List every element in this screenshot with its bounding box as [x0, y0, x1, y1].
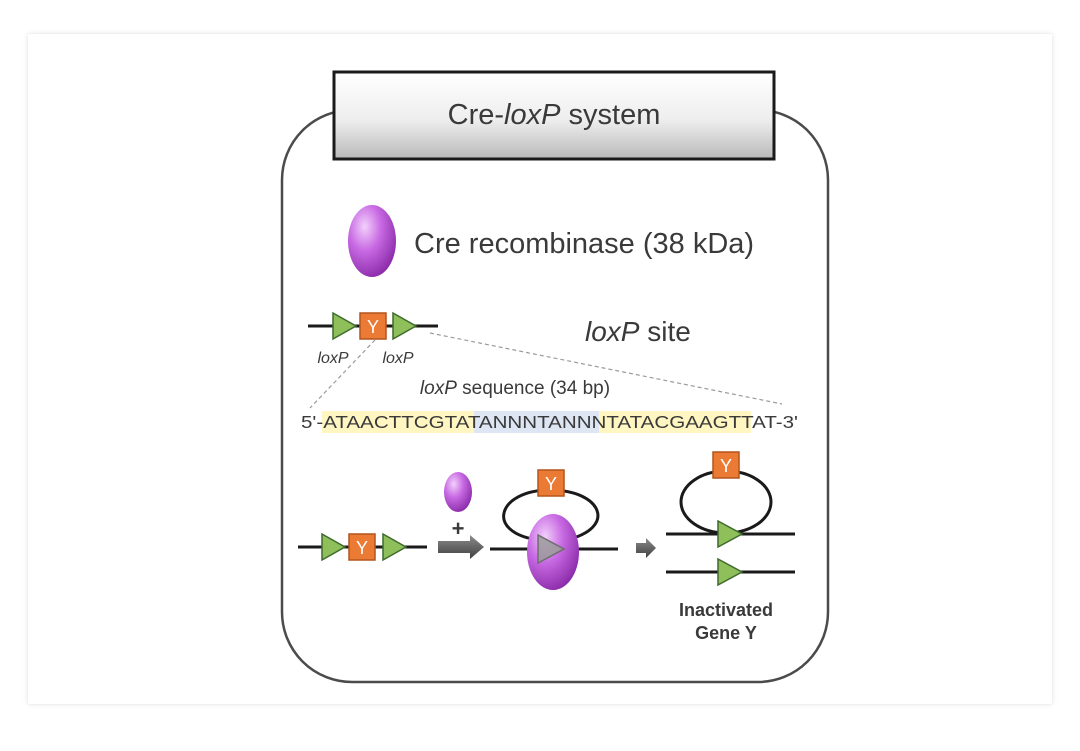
- loxp-right-triangle-icon: [382, 532, 408, 562]
- loxp-left-label: loxP: [317, 350, 348, 367]
- zoom-line-right: [429, 332, 783, 405]
- gene-y-box: [359, 312, 387, 340]
- loxp-site-label: loxP site: [585, 316, 691, 347]
- loxp-left-triangle-icon: [332, 311, 358, 341]
- cre-recombinase-icon: [348, 205, 396, 277]
- loxp-synapse-triangle-icon: [537, 533, 566, 565]
- loxp-site-schematic: Y: [308, 311, 438, 341]
- gene-y-letter: Y: [720, 456, 732, 476]
- sequence-label: loxP sequence (34 bp): [420, 378, 610, 399]
- excised-circle-product: Y: [666, 451, 795, 549]
- gene-y-letter: Y: [356, 538, 368, 558]
- gene-y-letter: Y: [367, 317, 379, 337]
- cre-recombinase-icon: [444, 472, 472, 512]
- substrate-construct: Y: [298, 532, 427, 562]
- result-label-line1: Inactivated: [679, 600, 773, 620]
- sequence-highlight-spacer: [474, 411, 599, 433]
- loxp-triangle-icon: [717, 557, 744, 587]
- zoom-line-left: [309, 339, 376, 409]
- loxp-left-triangle-icon: [321, 532, 347, 562]
- plus-sign: +: [452, 516, 465, 541]
- sequence-highlight-left: [322, 411, 474, 433]
- title-text: Cre-loxP system: [448, 99, 661, 131]
- loxp-triangle-icon: [717, 519, 744, 549]
- gene-y-box: [537, 469, 565, 497]
- cre-recombinase-label: Cre recombinase (38 kDa): [414, 228, 754, 260]
- gene-y-letter: Y: [545, 474, 557, 494]
- reaction-arrow-icon: [438, 535, 484, 559]
- gene-y-box: [712, 451, 740, 479]
- loxp-right-label: loxP: [382, 350, 413, 367]
- result-arrow-icon: [636, 538, 656, 558]
- gene-y-box: [348, 533, 376, 561]
- recombination-intermediate: Y: [490, 469, 618, 590]
- remaining-chromosome-product: [666, 557, 795, 587]
- loxp-right-triangle-icon: [392, 311, 418, 341]
- result-label-line2: Gene Y: [695, 623, 757, 643]
- title-box: Cre-loxP system: [332, 70, 776, 161]
- sequence-highlight-right: [599, 411, 751, 433]
